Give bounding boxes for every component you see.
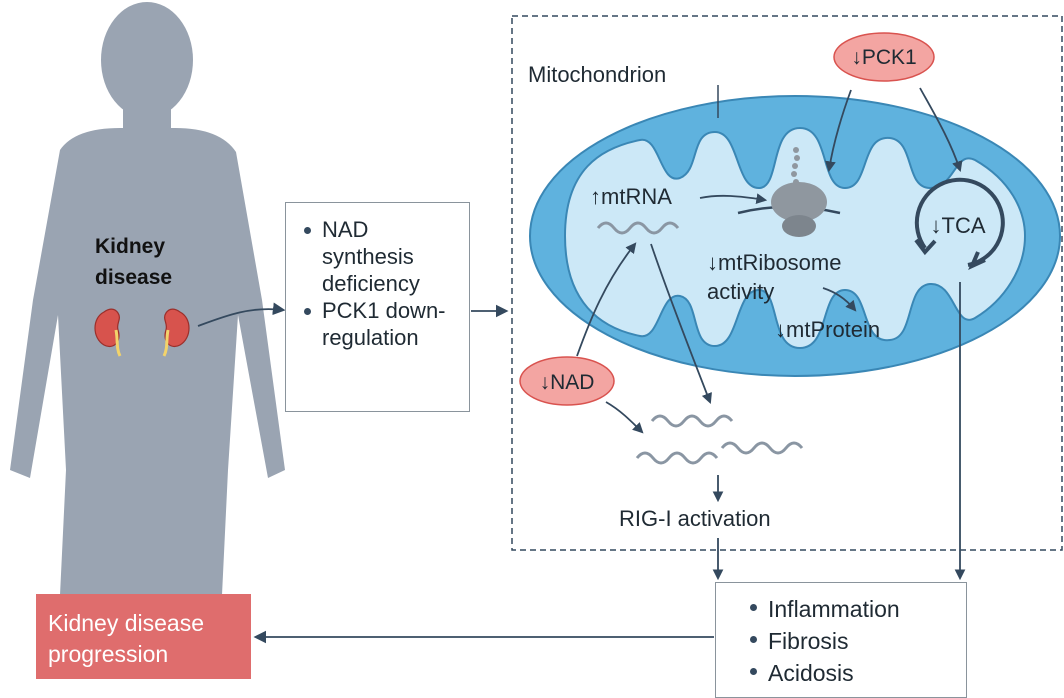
mitochondrion-frame xyxy=(511,15,1063,551)
pck1-oval xyxy=(833,32,935,82)
mtrna-strand xyxy=(596,221,680,235)
arrow-mtrna-to-ribosome xyxy=(699,193,768,204)
mtribosome-label: ↓mtRibosome activity xyxy=(707,250,842,304)
arrow-nad-to-mtrna xyxy=(576,242,637,357)
rig-i-activation-label: RIG-I activation xyxy=(619,506,771,531)
kidneys-icon xyxy=(94,308,190,357)
mtprotein-label: ↓mtProtein xyxy=(775,317,881,342)
outcomes-box: Inflammation Fibrosis Acidosis xyxy=(715,582,967,698)
pathway-arrows xyxy=(197,85,966,644)
arrow-pck1-to-tca xyxy=(919,87,963,173)
outcome-item: Inflammation xyxy=(746,593,966,625)
nad-label: ↓NAD xyxy=(540,371,595,394)
mitochondrion-label: Mitochondrion xyxy=(528,62,667,87)
ribosome-icon xyxy=(737,147,841,237)
outcome-item: Acidosis xyxy=(746,657,966,689)
arrow-mtrna-to-cytosol xyxy=(650,243,712,405)
tca-label: ↓TCA xyxy=(931,213,986,238)
arrow-pck1-to-ribosome xyxy=(825,89,852,173)
outcome-item: Fibrosis xyxy=(746,625,966,657)
human-silhouette xyxy=(10,2,285,595)
factor-item: PCK1 down-regulation xyxy=(300,297,461,351)
arrow-kidney-to-factors xyxy=(197,302,286,327)
arrow-ribosome-to-protein xyxy=(822,287,857,312)
arrow-nad-to-fragments xyxy=(605,401,644,434)
kidney-disease-progression-box: Kidney disease progression xyxy=(36,594,251,679)
pck1-label: ↓PCK1 xyxy=(851,46,916,69)
tca-cycle-icon xyxy=(914,177,1005,270)
kidney-disease-label: Kidney disease xyxy=(95,235,173,289)
causal-factors-box: NAD synthesis deficiency PCK1 down-regul… xyxy=(285,202,470,412)
mtrna-label: ↑mtRNA xyxy=(590,184,672,209)
factor-item: NAD synthesis deficiency xyxy=(300,216,461,297)
nad-oval xyxy=(519,356,615,406)
cytosolic-mtrna-fragments xyxy=(635,414,804,465)
